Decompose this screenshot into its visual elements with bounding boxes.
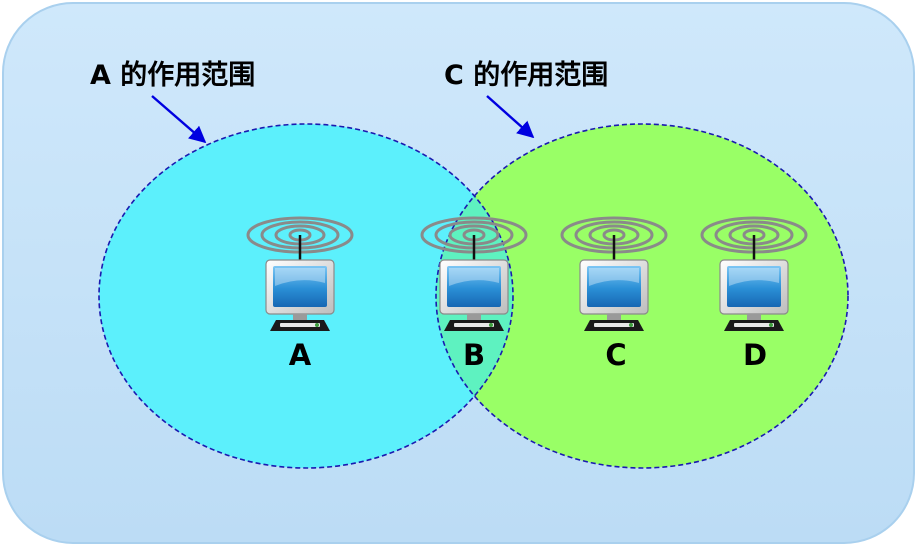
range-c-outline: [435, 123, 849, 469]
station-b-icon: [420, 216, 528, 331]
range-a-outline: [98, 123, 514, 469]
range-c-pointer-arrow: [486, 95, 535, 139]
station-c-label: C: [605, 338, 626, 372]
stations-group: [246, 216, 808, 331]
range-a-pointer-arrow: [151, 95, 207, 144]
station-b-label: B: [463, 338, 485, 372]
station-a-label: A: [289, 338, 312, 372]
range-a-label: A 的作用范围: [90, 59, 255, 91]
station-c-icon: [560, 216, 668, 331]
range-c-label: C 的作用范围: [444, 59, 608, 91]
station-d-label: D: [743, 338, 767, 372]
station-a-icon: [246, 216, 354, 331]
station-d-icon: [700, 216, 808, 331]
